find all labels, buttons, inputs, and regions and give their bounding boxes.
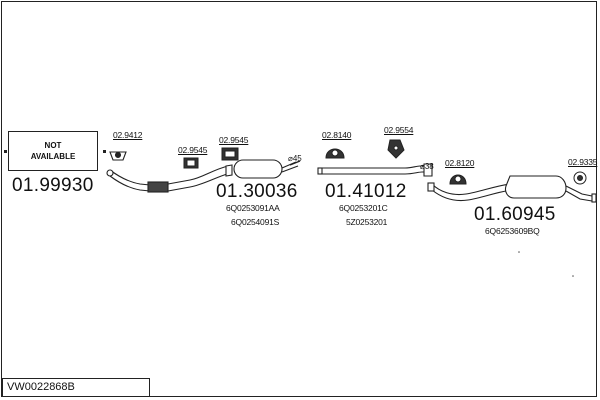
part-number-center-pipe: 01.41012	[325, 181, 407, 202]
oem-ref-center-pipe-2: 5Z0253201	[346, 217, 388, 227]
part-number-front-pipe: 01.99930	[12, 175, 94, 196]
diameter-label-38: ⌀38	[420, 162, 434, 171]
accessory-02-9554-drawing	[387, 139, 405, 159]
speck	[518, 251, 520, 253]
accessory-ref-02-9554: 02.9554	[384, 125, 414, 135]
accessory-ref-02-9545-a: 02.9545	[178, 145, 208, 155]
diameter-label-45: ⌀45	[288, 154, 302, 163]
accessory-ref-02-9412: 02.9412	[113, 130, 143, 140]
oem-ref-front-muffler-2: 6Q0254091S	[231, 217, 280, 227]
accessory-02-9412-drawing	[109, 151, 127, 161]
kit-code-box: VW0022868B	[2, 378, 150, 397]
accessory-ref-02-9335: 02.9335	[568, 157, 598, 167]
oem-ref-front-muffler-1: 6Q0253091AA	[226, 203, 280, 213]
front-muffler-drawing	[225, 159, 301, 179]
oem-ref-center-pipe-1: 6Q0253201C	[339, 203, 388, 213]
accessory-02-8120-drawing	[449, 174, 467, 185]
accessory-02-9335-drawing	[573, 171, 587, 185]
accessory-02-9545-b-drawing	[221, 147, 239, 161]
accessory-ref-02-8120: 02.8120	[445, 158, 475, 168]
speck	[572, 275, 574, 277]
accessory-02-9545-a-drawing	[183, 157, 199, 169]
marker-left	[4, 150, 7, 153]
accessory-ref-02-8140: 02.8140	[322, 130, 352, 140]
oem-ref-rear-muffler-1: 6Q6253609BQ	[485, 226, 540, 236]
part-number-rear-muffler: 01.60945	[474, 204, 556, 225]
marker-na-right	[103, 150, 106, 153]
front-pipe-drawing	[106, 165, 231, 193]
kit-code: VW0022868B	[7, 381, 75, 393]
accessory-02-8140-drawing	[325, 148, 345, 159]
rear-muffler-drawing	[427, 175, 597, 203]
accessory-ref-02-9545-b: 02.9545	[219, 135, 249, 145]
center-pipe-drawing	[317, 163, 433, 177]
part-number-front-muffler: 01.30036	[216, 181, 298, 202]
